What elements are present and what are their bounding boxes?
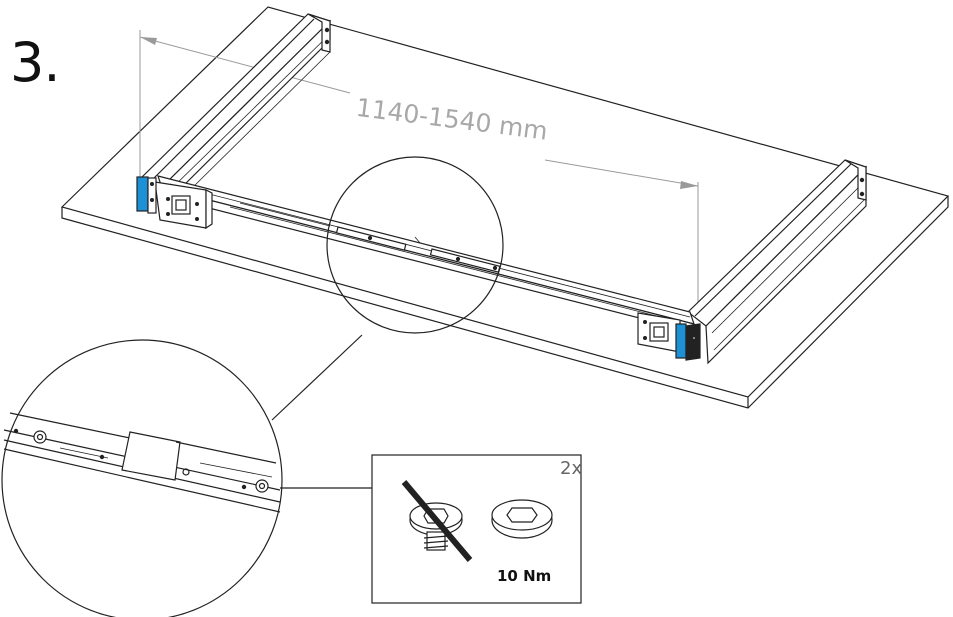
left-foot-bracket: [136, 176, 213, 230]
crossed-out-screw-icon: [401, 480, 473, 562]
torque-value: 10 Nm: [497, 567, 552, 585]
dimension-line: [139, 30, 699, 307]
step-number: 3.: [10, 31, 61, 94]
right-leg-beam: [687, 159, 868, 365]
right-foot-bracket: [637, 312, 701, 361]
cross-beam: [157, 175, 695, 333]
hardware-callout-box: [371, 454, 582, 604]
left-leg-beam: [140, 13, 332, 205]
flat-cap-screw-icon: [491, 499, 553, 539]
detail-magnifier: [1, 156, 504, 617]
hardware-quantity: 2x: [560, 458, 583, 479]
detail-zoom-circle: [1, 339, 283, 617]
detail-source-circle: [326, 156, 504, 334]
